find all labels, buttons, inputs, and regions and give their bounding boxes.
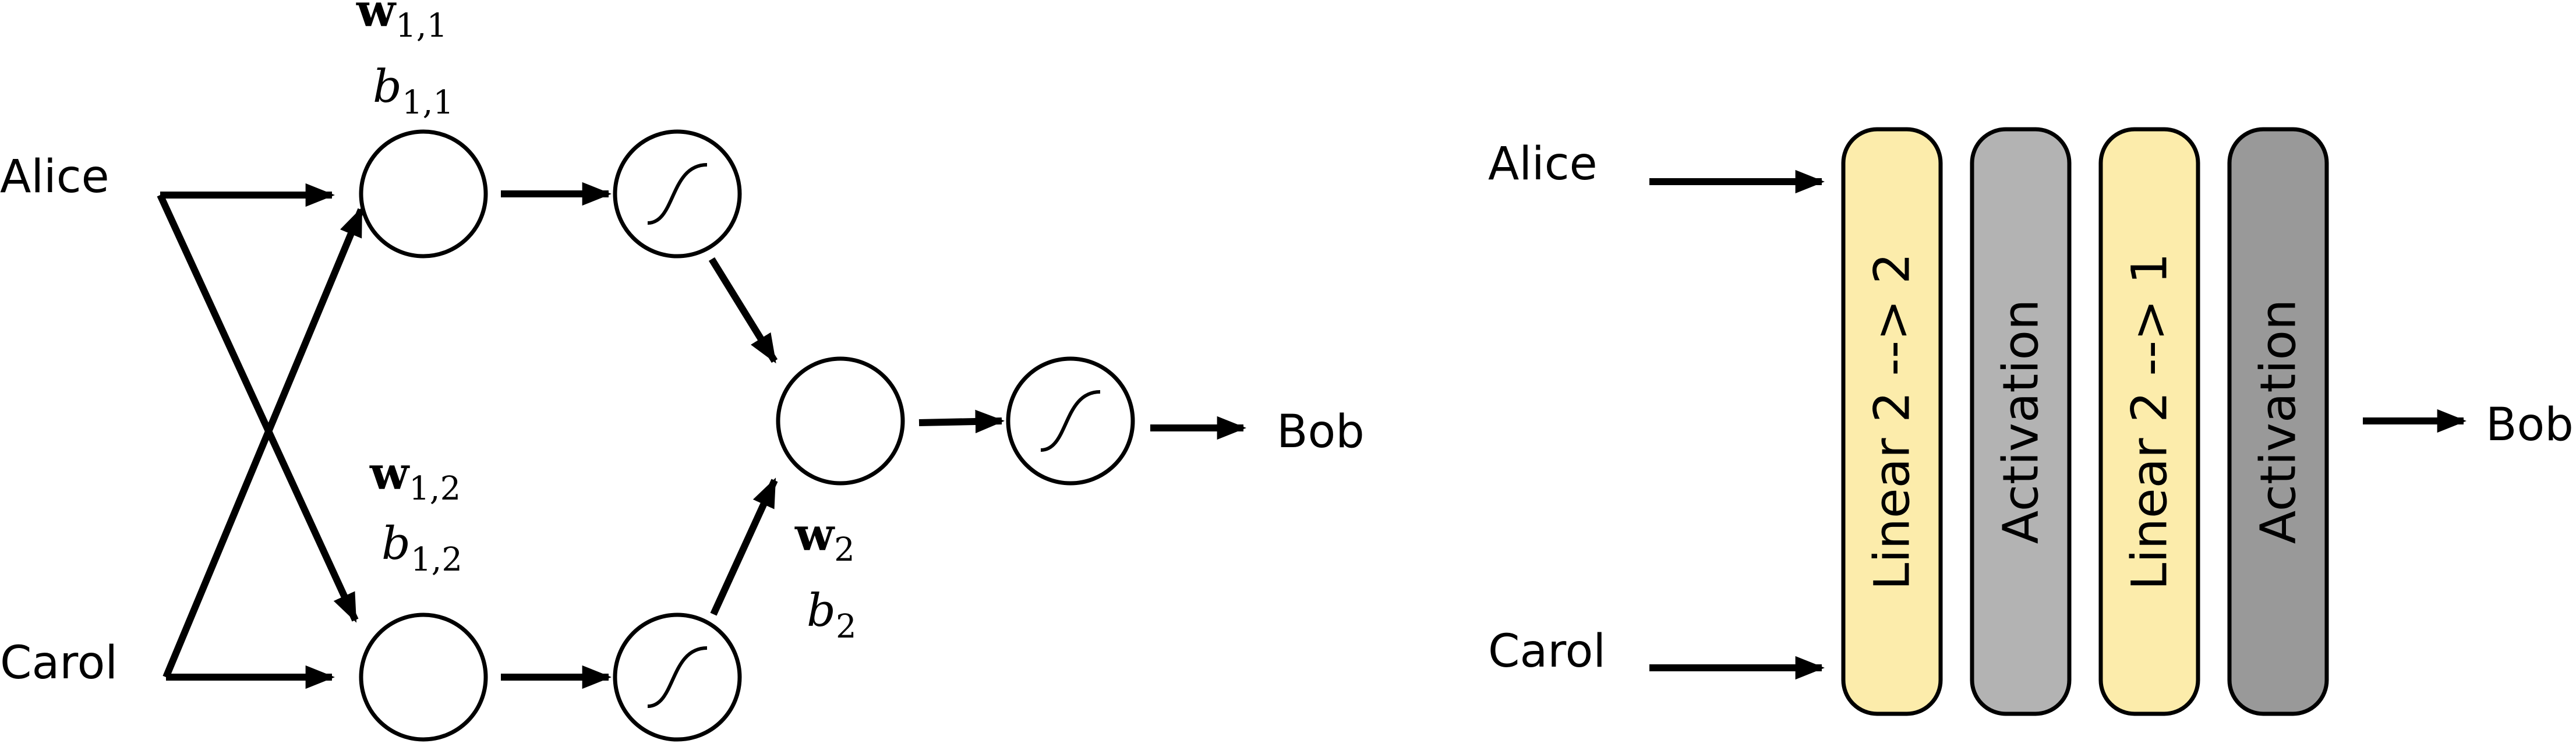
svg-text:b1,1: b1,1 <box>373 61 454 122</box>
neuron-1-1 <box>359 129 488 259</box>
input-label-alice: Alice <box>1488 138 1598 190</box>
layer-block-1: Linear 2 --> 2 <box>1841 127 1943 716</box>
layer-block-label: Linear 2 --> 2 <box>1864 253 1921 590</box>
weight-symbol: w <box>356 0 397 37</box>
bias-symbol: b <box>381 518 411 570</box>
bias-symbol: b <box>373 61 402 113</box>
param-label-layer1-bottom: w1,2 b1,2 <box>369 447 462 579</box>
edge-act11-to-n2 <box>708 257 778 364</box>
weight-symbol: w <box>369 447 410 500</box>
svg-text:w2: w2 <box>794 508 855 569</box>
layer-block-rect <box>2227 127 2329 716</box>
layer-block-rect <box>2098 127 2200 716</box>
edge-alice-to-n12 <box>157 193 359 623</box>
layer-block-diagram: Alice Carol Linear 2 --> 2 Activation Line… <box>1488 127 2574 716</box>
weight-subscript: 2 <box>834 531 855 569</box>
output-label-bob: Bob <box>2486 399 2574 451</box>
param-label-layer2: w2 b2 <box>794 508 857 646</box>
weight-subscript: 1,1 <box>395 7 447 45</box>
layer-block-4: Activation <box>2227 127 2329 716</box>
layer-block-label: Linear 2 --> 1 <box>2121 253 2178 590</box>
bias-symbol: b <box>807 585 836 637</box>
svg-text:w1,1: w1,1 <box>356 0 447 45</box>
input-label-alice: Alice <box>0 151 109 203</box>
neuron-2 <box>776 356 905 486</box>
layer-block-3: Linear 2 --> 1 <box>2098 127 2200 716</box>
svg-text:b1,2: b1,2 <box>381 518 462 579</box>
bias-subscript: 2 <box>836 608 857 646</box>
sigmoid-curve-icon <box>1040 390 1101 452</box>
layer-block-rect <box>1841 127 1943 716</box>
activation-node-1-2 <box>613 613 742 742</box>
activation-node-1-1 <box>613 129 742 259</box>
weight-symbol: w <box>794 508 835 561</box>
weight-subscript: 1,2 <box>409 470 461 508</box>
bias-subscript: 1,1 <box>402 84 454 122</box>
svg-text:w1,2: w1,2 <box>369 447 461 508</box>
layer-block-label: Activation <box>1992 299 2050 544</box>
input-label-carol: Carol <box>0 637 118 689</box>
output-label-bob: Bob <box>1277 406 1365 458</box>
neural-network-diagram: Alice Carol <box>0 0 1365 742</box>
edge-n2-to-act2 <box>918 409 1005 434</box>
edge-carol-to-n11 <box>162 207 365 679</box>
neuron-1-2 <box>359 613 488 742</box>
activation-node-2 <box>1006 356 1135 486</box>
layer-block-2: Activation <box>1970 127 2072 716</box>
param-label-layer1-top: w1,1 b1,1 <box>356 0 454 122</box>
sigmoid-curve-icon <box>647 646 708 708</box>
edge-act12-to-n2 <box>710 477 778 616</box>
layer-block-label: Activation <box>2250 299 2307 544</box>
layer-block-rect <box>1970 127 2072 716</box>
input-label-carol: Carol <box>1488 625 1606 678</box>
sigmoid-curve-icon <box>647 163 708 225</box>
bias-subscript: 1,2 <box>411 541 462 579</box>
svg-text:b2: b2 <box>807 585 857 646</box>
